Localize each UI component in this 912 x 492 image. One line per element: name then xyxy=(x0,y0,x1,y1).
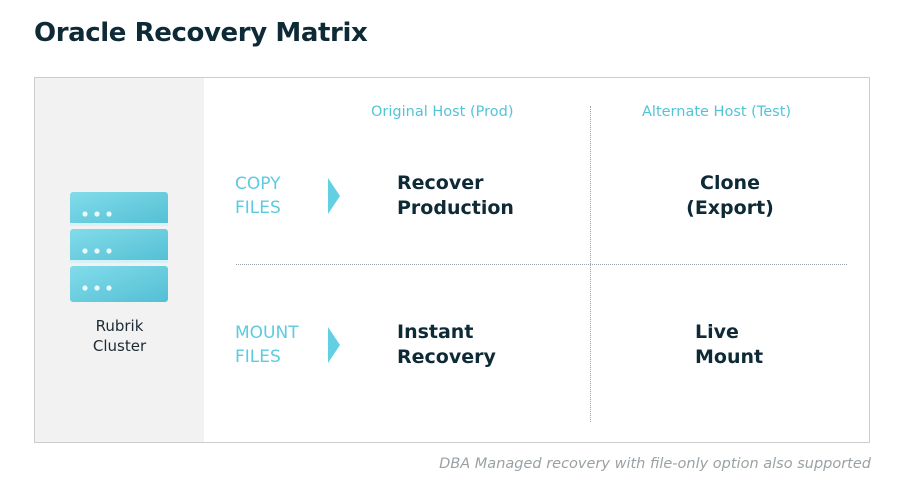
chevron-right-icon xyxy=(328,178,340,214)
row-label-copy-line2: FILES xyxy=(235,198,281,218)
server-stack-icon xyxy=(70,192,168,302)
row-divider xyxy=(236,264,847,265)
cell-line: Clone xyxy=(700,172,760,194)
column-header-alternate-host: Alternate Host (Test) xyxy=(642,104,792,120)
row-label-copy-files: COPY FILES xyxy=(235,172,281,220)
cell-line: (Export) xyxy=(686,197,774,219)
page-title: Oracle Recovery Matrix xyxy=(34,18,368,48)
cell-recover-production: Recover Production xyxy=(397,171,514,221)
cell-line: Recovery xyxy=(397,346,496,368)
cell-clone-export: Clone (Export) xyxy=(655,171,805,221)
row-label-mount-line1: MOUNT xyxy=(235,323,299,343)
cell-line: Instant xyxy=(397,321,474,343)
column-header-original-host: Original Host (Prod) xyxy=(371,104,514,120)
cluster-label: Rubrik Cluster xyxy=(35,316,204,356)
cell-line: Live xyxy=(695,321,739,343)
row-label-copy-line1: COPY xyxy=(235,174,281,194)
cluster-label-line2: Cluster xyxy=(92,337,147,355)
row-label-mount-line2: FILES xyxy=(235,347,281,367)
cell-line: Production xyxy=(397,197,514,219)
cluster-column: Rubrik Cluster xyxy=(35,78,204,442)
cluster-label-line1: Rubrik xyxy=(95,317,144,335)
cell-live-mount: Live Mount xyxy=(695,320,763,370)
cell-instant-recovery: Instant Recovery xyxy=(397,320,496,370)
row-label-mount-files: MOUNT FILES xyxy=(235,321,299,369)
chevron-right-icon xyxy=(328,327,340,363)
cell-line: Recover xyxy=(397,172,484,194)
cell-line: Mount xyxy=(695,346,764,368)
recovery-matrix-panel: Rubrik Cluster Original Host (Prod) Alte… xyxy=(34,77,870,443)
footnote: DBA Managed recovery with file-only opti… xyxy=(439,456,871,472)
